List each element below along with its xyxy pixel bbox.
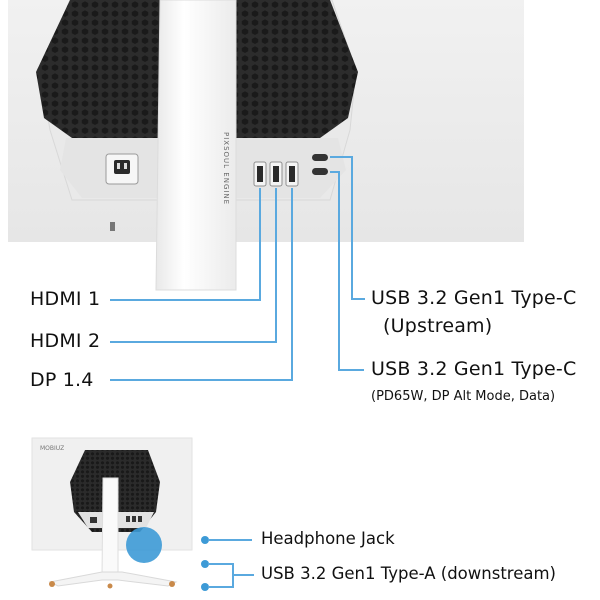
usbc-pd-port [312,168,328,175]
dp-label: DP 1.4 [30,369,94,391]
dp-wire-h [110,379,293,381]
hdmi1-wire-h [110,299,261,301]
usbc-upstream-port [312,154,328,161]
headphone-dot [201,536,209,544]
hdmi1-wire-v [259,188,261,301]
headphone-wire [208,539,252,541]
usba-label: USB 3.2 Gen1 Type-A (downstream) [261,564,556,583]
usbc-upstream-sub: (Upstream) [383,315,493,337]
small-brand: MOBIUZ [40,445,64,452]
dp-wire-v [291,188,293,381]
usba-wire-bot [208,586,234,588]
headphone-label: Headphone Jack [261,529,395,548]
hdmi2-wire-h [110,341,277,343]
usbc-upstream-label: USB 3.2 Gen1 Type-C [371,287,577,309]
usbc-pd-wire-h [330,171,340,173]
monitor-rear-illustration: PIXSOUL ENGINE [8,0,524,291]
usbc-pd-sub: (PD65W, DP Alt Mode, Data) [371,389,556,404]
usbc-up-wire-h [330,156,353,158]
usba-wire-top [208,563,234,565]
usba-wire-out [232,574,254,576]
lock-slot [110,222,115,231]
usbc-pd-wire-v [338,171,340,371]
usbc-up-wire-h2 [351,298,365,300]
hdmi2-label: HDMI 2 [30,330,101,352]
stand-neck [155,0,237,291]
stand-vertical-text: PIXSOUL ENGINE [222,132,230,205]
usbc-pd-wire-h2 [338,369,364,371]
top-monitor-view: PIXSOUL ENGINE HDMI 1 HDMI 2 DP 1.4 USB … [8,0,577,404]
usbc-up-wire-v [351,156,353,300]
bottom-monitor-view: MOBIUZ Headphone Jack USB 3.2 Gen1 Type-… [0,420,600,600]
usba-dot-2 [201,583,209,591]
usba-dot-1 [201,560,209,568]
port-highlight [126,527,162,563]
usbc-pd-label: USB 3.2 Gen1 Type-C [371,358,577,380]
hdmi1-label: HDMI 1 [30,288,101,310]
hdmi2-wire-v [275,188,277,343]
monitor-full-illustration: MOBIUZ [31,437,193,589]
